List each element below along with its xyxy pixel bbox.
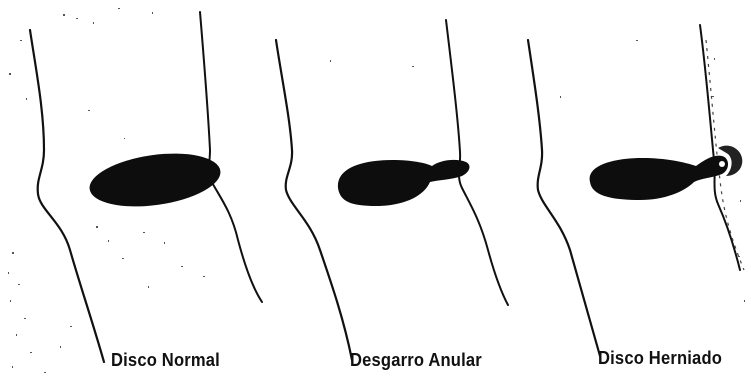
panel-annular-tear (276, 20, 508, 360)
herniation-dot (719, 161, 725, 167)
panel-normal-disc (30, 12, 262, 362)
vertebra-left-outline (528, 40, 600, 356)
panel-herniated-disc (528, 25, 744, 356)
caption-annular-tear: Desgarro Anular (350, 350, 482, 371)
vertebra-right-outline (200, 12, 262, 302)
vertebra-left-outline (276, 40, 352, 360)
nucleus-with-tear (338, 160, 470, 206)
caption-herniated-disc: Disco Herniado (598, 348, 722, 369)
nucleus-herniating (590, 156, 728, 200)
nucleus-pulposus (86, 146, 224, 214)
vertebra-left-outline (30, 30, 104, 362)
caption-normal-disc: Disco Normal (111, 350, 220, 371)
